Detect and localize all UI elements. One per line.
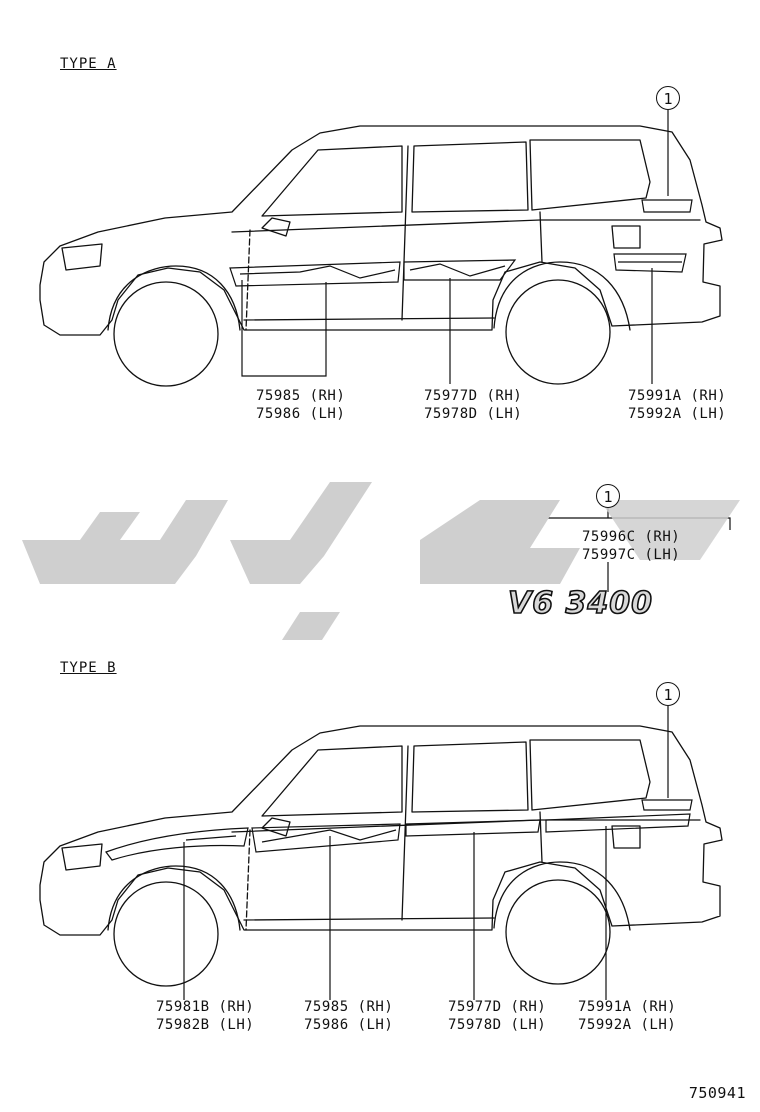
part-label-b1-rh: 75981B (RH) — [156, 999, 255, 1015]
part-label-b2-rh: 75985 (RH) — [304, 999, 394, 1015]
part-label-b2-lh: 75986 (LH) — [304, 1017, 394, 1033]
callout-1-type-b: 1 — [656, 682, 680, 706]
callout-1-type-a: 1 — [656, 86, 680, 110]
type-b-leaders — [183, 706, 669, 1000]
part-label-b1-lh: 75982B (LH) — [156, 1017, 255, 1033]
type-a-stripes — [229, 199, 693, 287]
figure-id: 750941 — [688, 1084, 746, 1102]
callout-1-emblem: 1 — [596, 484, 620, 508]
part-label-b3-lh: 75978D (LH) — [448, 1017, 547, 1033]
type-b-stripes — [105, 799, 693, 861]
part-label-a3-lh: 75992A (LH) — [628, 406, 727, 422]
part-label-b4-rh: 75991A (RH) — [578, 999, 677, 1015]
type-b-title: TYPE B — [60, 660, 117, 676]
part-label-b3-rh: 75977D (RH) — [448, 999, 547, 1015]
v6-3400-emblem: V6 3400 — [507, 585, 654, 622]
part-label-a1-lh: 75986 (LH) — [256, 406, 346, 422]
part-label-a2-lh: 75978D (LH) — [424, 406, 523, 422]
vehicle-type-b-outline — [39, 725, 723, 987]
type-a-title: TYPE A — [60, 56, 117, 72]
part-label-a1-rh: 75985 (RH) — [256, 388, 346, 404]
part-label-a2-rh: 75977D (RH) — [424, 388, 523, 404]
emblem-label-lh: 75997C (LH) — [582, 547, 681, 563]
type-a-leaders — [241, 110, 669, 384]
part-label-b4-lh: 75992A (LH) — [578, 1017, 677, 1033]
vehicle-type-a-outline — [39, 125, 723, 387]
part-label-a3-rh: 75991A (RH) — [628, 388, 727, 404]
watermark-logo — [22, 482, 740, 640]
emblem-label-rh: 75996C (RH) — [582, 529, 681, 545]
